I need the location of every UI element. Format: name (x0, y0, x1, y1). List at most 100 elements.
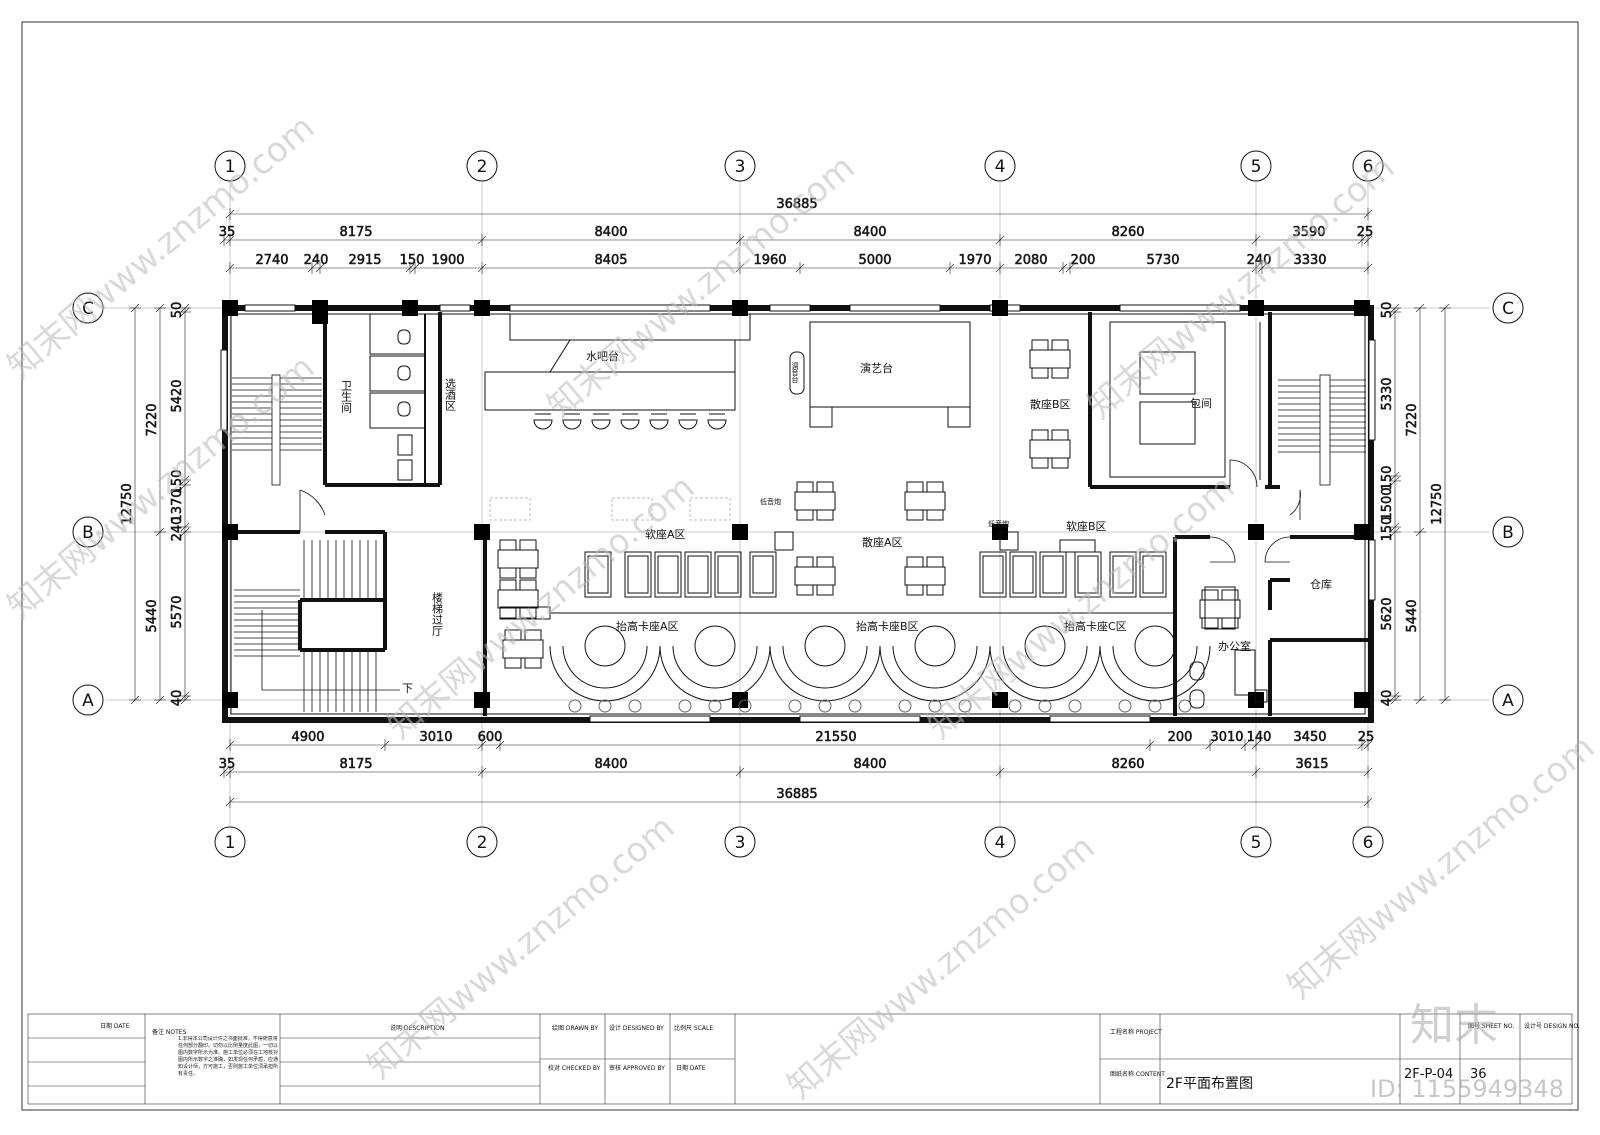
tb-description: 说明 DESCRIPTION (390, 1024, 445, 1032)
table-set (904, 481, 946, 521)
plant (1038, 699, 1052, 713)
structural-columns (222, 300, 1370, 708)
table-set (497, 539, 539, 579)
stair-rail (271, 374, 281, 486)
sheet-number: 2F-P-04 (1404, 1067, 1453, 1082)
grid-bubble-label: C (1502, 299, 1514, 319)
dim-label-vertical: 150 (1380, 517, 1395, 542)
dim-label-vertical: 150 (1380, 466, 1395, 491)
dim-label-vertical: 12750 (1430, 483, 1445, 524)
doors (299, 459, 1301, 563)
plant (928, 699, 942, 713)
grid-bubble-row: A (72, 684, 104, 716)
booth (549, 625, 661, 713)
grid-bubble-col: 5 (1240, 150, 1272, 182)
label-soft-a: 软座A区 (645, 527, 686, 541)
dim-label: 1900 (431, 253, 464, 268)
label-subwoofer-right: 低音炮 (988, 519, 1009, 528)
column (1248, 300, 1264, 316)
sofa-seat (624, 551, 652, 598)
plant (1118, 699, 1132, 713)
tb-notes: 1.非得本公司设计许之书面批准，不得随意将任何部分翻印。切勿以比例量度此图，一切… (178, 1036, 278, 1077)
booth (989, 625, 1101, 713)
label-raised-a: 抬高卡座A区 (616, 619, 679, 633)
column (732, 524, 748, 540)
dim-label: 21550 (815, 730, 856, 745)
dim-label: 2740 (255, 253, 288, 268)
column (1354, 692, 1370, 708)
grid-bubble-label: A (1502, 691, 1514, 711)
booth-table (804, 625, 846, 667)
label-sound-desk: 调音台 (791, 361, 799, 384)
grid-bubble-col: 5 (1240, 826, 1272, 858)
bar-stool (533, 419, 553, 430)
label-raised-b: 抬高卡座B区 (856, 619, 919, 633)
dim-label: 5000 (858, 253, 891, 268)
dim-label: 8260 (1111, 225, 1144, 240)
dim-label: 8260 (1111, 757, 1144, 772)
grid-bubble-row: B (72, 516, 104, 548)
dim-label: 240 (1247, 253, 1272, 268)
column (222, 300, 238, 316)
dim-label: 8405 (594, 253, 627, 268)
sofa-seat (684, 551, 712, 598)
label-subwoofer-left: 低音炮 (760, 497, 781, 506)
grid-bubble-col: 2 (466, 826, 498, 858)
column (222, 524, 238, 540)
sofa-seat (979, 551, 1007, 598)
water-bar-counter (484, 313, 751, 430)
dim-label-vertical: 1500 (1380, 487, 1395, 520)
interior-walls (225, 312, 1371, 716)
dim-label: 1970 (958, 253, 991, 268)
grid-bubble-label: 5 (1251, 833, 1262, 853)
column (1248, 524, 1264, 540)
grid-bubble-row: C (72, 292, 104, 324)
grid-bubble-col: 3 (724, 150, 756, 182)
booth-table (694, 625, 736, 667)
dim-label: 35 (219, 225, 236, 240)
booth-table (914, 625, 956, 667)
plant (788, 699, 802, 713)
column (474, 300, 490, 316)
sofa-seat (654, 551, 682, 598)
dim-label-vertical: 7220 (145, 403, 160, 436)
grid-bubble-label: 3 (735, 157, 746, 177)
plant (1178, 699, 1192, 713)
dim-label: 3615 (1295, 757, 1328, 772)
watermark-site-1: 知末网www.znzmo.com (0, 107, 322, 386)
table-set (904, 556, 946, 596)
grid-bubble-label: 1 (225, 833, 236, 853)
dim-label: 8400 (594, 757, 627, 772)
table-set (1029, 429, 1071, 469)
label-scatter-a: 散座A区 (862, 535, 903, 549)
label-office: 办公室 (1218, 639, 1251, 653)
dim-label-vertical: 5440 (145, 599, 160, 632)
dim-label: 5730 (1146, 253, 1179, 268)
column (992, 300, 1008, 316)
dim-label-vertical: 1370 (170, 489, 185, 522)
column (312, 308, 328, 324)
dim-label: 8175 (339, 757, 372, 772)
tb-date2: 日期 DATE (676, 1064, 706, 1072)
dim-label: 200 (1071, 253, 1096, 268)
column (474, 692, 490, 708)
plant (708, 699, 722, 713)
title-block-text: 日期 DATE 备注 NOTES 1.非得本公司设计许之书面批准，不得随意将任何… (100, 1022, 1580, 1092)
booth-table (1024, 625, 1066, 667)
column (1354, 524, 1370, 540)
booth-table (584, 625, 626, 667)
tb-approved-by: 审核 APPROVED BY (609, 1064, 665, 1072)
sofa-seat (1009, 551, 1037, 598)
grid-bubble-col: 1 (214, 150, 246, 182)
grid-bubble-label: 3 (735, 833, 746, 853)
grid-bubble-label: 6 (1363, 833, 1374, 853)
watermark-site-6: 知末网www.znzmo.com (0, 347, 322, 626)
tb-sheet-no-label: 图号 SHEET NO. (1468, 1023, 1514, 1030)
booth (1099, 625, 1211, 713)
bar-stool (562, 419, 582, 430)
plant (1148, 699, 1162, 713)
booth-table (1134, 625, 1176, 667)
grid-bubble-label: C (82, 299, 94, 319)
